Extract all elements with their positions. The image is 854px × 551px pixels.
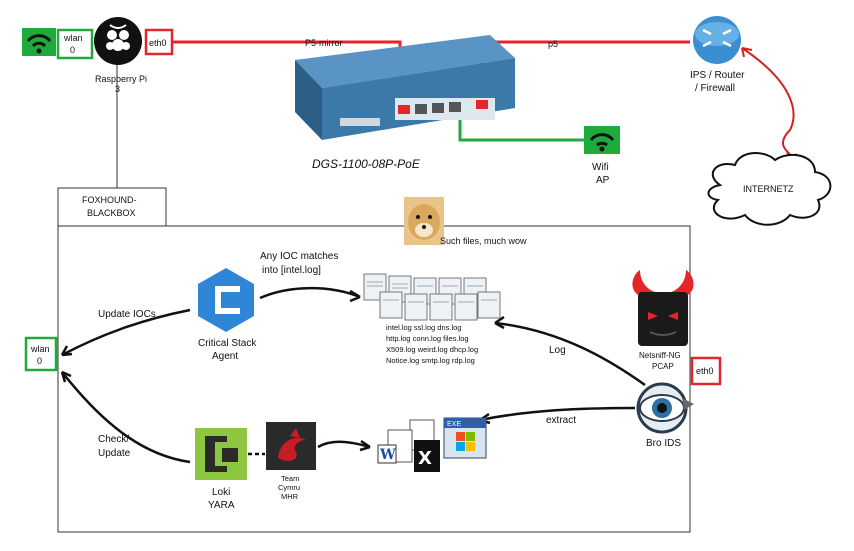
internet-cloud — [707, 152, 832, 226]
critical-stack-icon — [198, 268, 254, 332]
wlan-left-num: 0 — [37, 356, 42, 366]
arrow-critical-to-wlan — [61, 308, 191, 357]
wifi-icon-top — [22, 28, 56, 56]
check-label-l2: Update — [98, 448, 131, 459]
router-label-l1: IPS / Router — [690, 70, 745, 81]
bro-ids-label: Bro IDS — [646, 438, 681, 449]
arrow-loki-to-wlan — [61, 371, 191, 464]
blackbox-label-l1: FOXHOUND- — [82, 195, 137, 205]
internet-label: INTERNETZ — [743, 184, 794, 194]
doge-image — [404, 197, 444, 245]
pi-name-l1: Raspberry Pi — [95, 74, 147, 84]
cymru-label-l1: Team — [281, 474, 299, 483]
router-icon — [693, 16, 741, 64]
cymru-label-l2: Cymru — [278, 483, 300, 492]
word-icon: W — [379, 447, 396, 463]
pi-name-l2: 3 — [115, 84, 120, 94]
netsniff-label-l2: PCAP — [652, 362, 674, 371]
blackbox-label-l2: BLACKBOX — [87, 208, 136, 218]
logs-line-1: intel.log ssl.log dns.log — [386, 323, 461, 332]
arrow-critical-to-logs — [259, 286, 361, 300]
ioc-label-l2: into [intel.log] — [262, 265, 321, 276]
arrow-cymru-to-files — [317, 440, 371, 449]
blackbox-container — [57, 225, 691, 533]
p5-label: p5 — [548, 39, 558, 49]
logs-line-3: X509.log weird.log dhcp.log — [386, 345, 478, 354]
critical-label-l1: Critical Stack — [198, 338, 257, 349]
extracted-files-group: W X EXE — [377, 417, 487, 472]
eth0-top-label: eth0 — [149, 38, 167, 48]
raspberry-pi-icon — [94, 17, 142, 65]
wlan-box-left: wlan 0 — [24, 336, 58, 372]
eth0-box-right: eth0 — [690, 356, 722, 386]
arrow-bro-to-logs — [494, 321, 646, 387]
switch-model-label: DGS-1100-08P-PoE — [312, 157, 421, 171]
p5-mirror-label: P5-mirror — [305, 38, 343, 48]
wlan-top-label: wlan — [63, 33, 83, 43]
logs-line-2: http.log conn.log files.log — [386, 334, 469, 343]
update-iocs-label: Update IOCs — [98, 309, 156, 320]
eth0-right-label: eth0 — [696, 366, 714, 376]
netsniff-devil-icon — [632, 270, 694, 346]
team-cymru-icon — [266, 422, 316, 470]
netsniff-label-l1: Netsniff-NG — [639, 351, 681, 360]
wifi-ap-label-l2: AP — [596, 175, 610, 186]
router-internet-link — [741, 47, 795, 161]
wlan-box-top: wlan 0 — [56, 28, 94, 60]
critical-label-l2: Agent — [212, 351, 238, 362]
log-label: Log — [549, 345, 566, 356]
logs-line-4: Notice.log smtp.log rdp.log — [386, 356, 475, 365]
flow-arrows — [60, 286, 646, 464]
excel-icon: X — [418, 448, 432, 469]
switch-device — [295, 35, 515, 140]
arrow-bro-to-files — [479, 406, 636, 422]
wlan-top-num: 0 — [70, 45, 75, 55]
wlan-left-label: wlan — [30, 344, 50, 354]
cymru-label-l3: MHR — [281, 492, 299, 501]
router-label-l2: / Firewall — [695, 83, 735, 94]
eth0-box-top: eth0 — [144, 28, 174, 56]
doge-caption: Such files, much wow — [440, 236, 527, 246]
loki-yara-icon — [195, 428, 247, 480]
exe-label: EXE — [447, 421, 461, 428]
bro-ids-eye-icon — [636, 382, 694, 434]
extract-label: extract — [546, 415, 576, 426]
blackbox-tab — [57, 187, 167, 227]
loki-label-l2: YARA — [208, 500, 235, 511]
check-label-l1: Check/ — [98, 434, 129, 445]
loki-label-l1: Loki — [212, 487, 230, 498]
log-files-cluster — [363, 273, 501, 321]
wifi-ap-icon — [584, 126, 620, 154]
wifi-ap-label-l1: Wifi — [592, 162, 609, 173]
ioc-label-l1: Any IOC matches — [260, 251, 338, 262]
